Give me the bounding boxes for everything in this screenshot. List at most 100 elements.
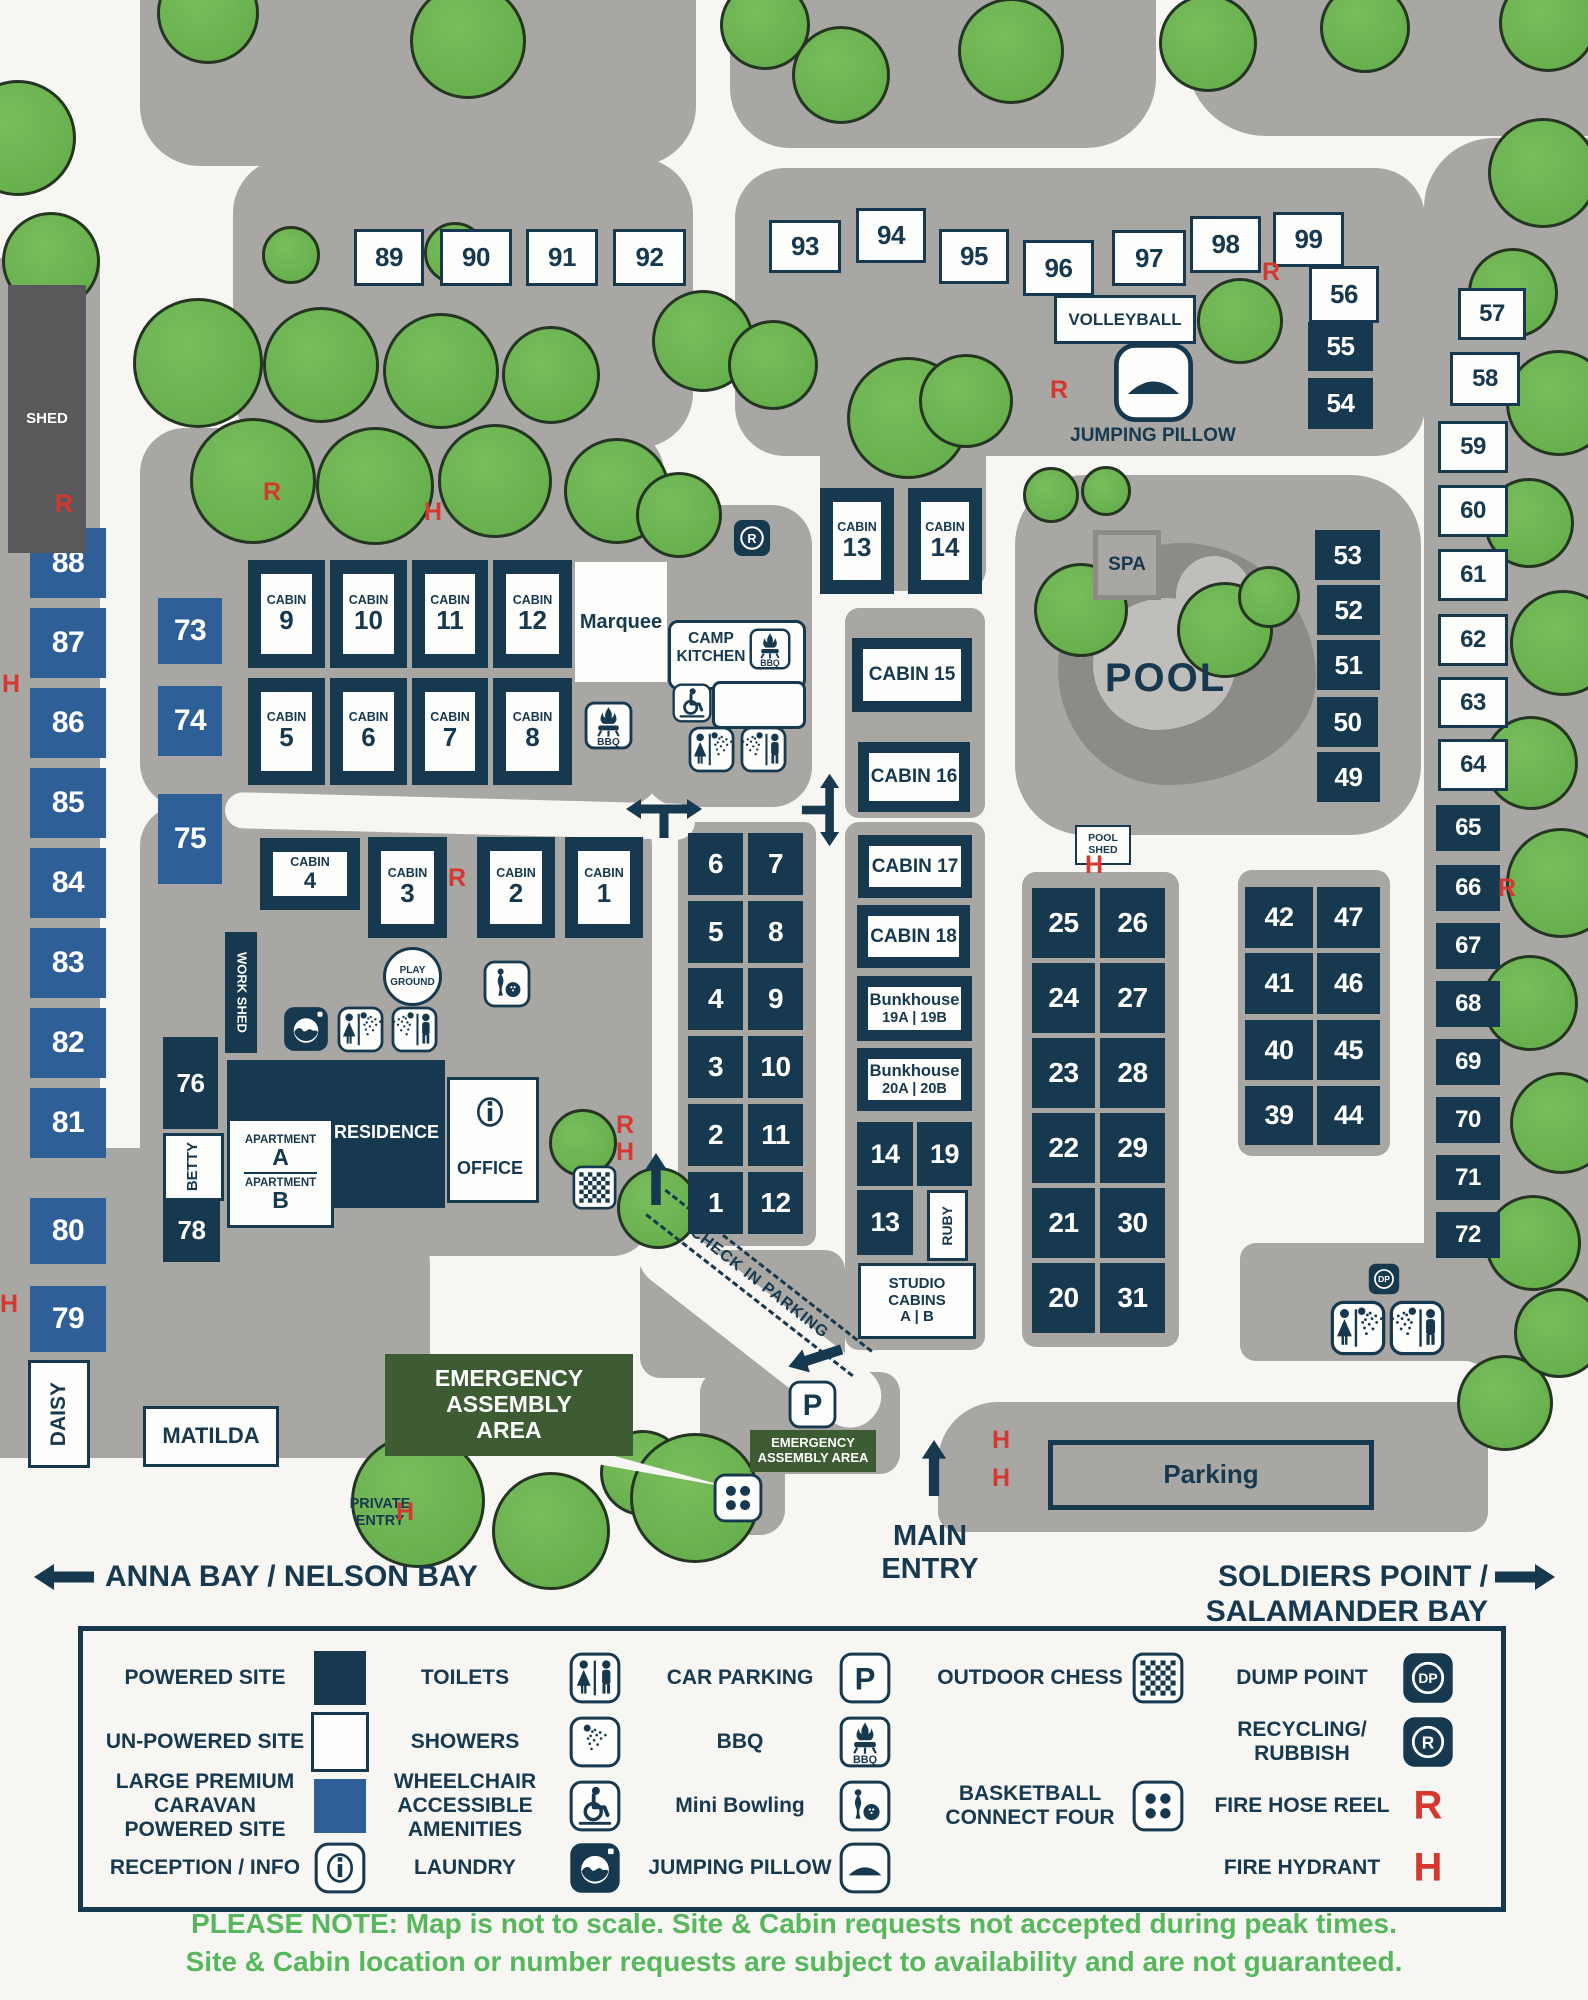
map-text-pool: POOL [1103, 655, 1228, 701]
label: 55 [1326, 331, 1355, 361]
daisy: DAISY [28, 1360, 90, 1468]
bbq-icon: BBQ [839, 1716, 891, 1768]
dblh-arrow [626, 796, 702, 840]
site-67: 67 [1436, 923, 1500, 969]
label: SPA [1108, 554, 1146, 576]
site-55: 55 [1308, 322, 1373, 371]
map-text-office: OFFICE [449, 1158, 531, 1179]
shower-men-icon [740, 726, 787, 773]
label: CABIN [512, 710, 553, 725]
tree [1023, 467, 1079, 523]
camp-kitchen-ext [712, 681, 806, 729]
fire-hose-reel-marker: R [448, 866, 466, 891]
label: 46 [1333, 968, 1364, 998]
label: EMERGENCY ASSEMBLY AREA [757, 1435, 869, 1465]
label: 13 [842, 531, 872, 562]
site-10: 10 [748, 1036, 803, 1098]
site-13: 13 [857, 1190, 913, 1255]
legend-label-showers: SHOWERS [340, 1730, 590, 1754]
label: CABIN 16 [870, 766, 958, 788]
legend-label-bbq: BBQ [615, 1730, 865, 1754]
emergency-assembly-area-small: EMERGENCY ASSEMBLY AREA [750, 1430, 876, 1472]
label: 5 [707, 916, 724, 947]
betty: BETTY [163, 1133, 224, 1201]
label: CABIN 15 [868, 664, 956, 686]
legend-label-outdoor-chess: OUTDOOR CHESS [905, 1666, 1155, 1690]
site-73: 73 [158, 598, 222, 664]
label: 21 [1048, 1207, 1079, 1238]
site-52: 52 [1317, 585, 1380, 635]
parking-icon: P [788, 1380, 837, 1429]
fire-hydrant-marker: H [2, 672, 20, 697]
label: APARTMENT [244, 1134, 317, 1146]
site-68: 68 [1436, 981, 1500, 1027]
label: 1 [596, 878, 612, 909]
recycling-icon: R [733, 519, 771, 557]
label: H [0, 1290, 19, 1318]
svg-text:BBQ: BBQ [597, 737, 620, 748]
tree [1514, 1288, 1588, 1378]
site-70: 70 [1436, 1097, 1500, 1143]
label: LAUNDRY [414, 1855, 516, 1879]
label: RUBY [938, 1205, 955, 1246]
fire-hydrant-symbol: H [1413, 1845, 1443, 1890]
label: 61 [1460, 561, 1486, 588]
shower-women-icon [1330, 1300, 1386, 1356]
svg-text:P: P [803, 1389, 823, 1422]
label: 14 [870, 1138, 900, 1169]
connect-four-icon [713, 1473, 763, 1523]
site-50: 50 [1317, 697, 1378, 747]
site-86: 86 [30, 688, 106, 758]
laundry-icon [569, 1842, 621, 1894]
label: 95 [960, 241, 988, 271]
label: 6 [707, 848, 724, 879]
tree [133, 298, 263, 428]
site-72: 72 [1436, 1212, 1500, 1258]
site-96: 96 [1023, 240, 1094, 296]
site-11: 11 [748, 1104, 803, 1166]
label: 59 [1460, 433, 1486, 460]
label: 93 [791, 231, 819, 261]
site-29: 29 [1100, 1113, 1165, 1183]
label: 79 [51, 1302, 85, 1335]
dump-point-icon: DP [1368, 1263, 1400, 1295]
label: B [272, 1187, 289, 1213]
label: 66 [1455, 874, 1481, 901]
label: 63 [1460, 688, 1486, 716]
site-47: 47 [1317, 887, 1380, 948]
legend-label-recycling-: RECYCLING/ RUBBISH [1177, 1718, 1427, 1766]
label: 85 [51, 786, 85, 819]
label: 26 [1117, 907, 1148, 938]
label: CABIN [430, 592, 470, 607]
shower-men-icon [391, 1006, 438, 1053]
site-7: 7 [748, 833, 803, 895]
label: 9 [767, 983, 784, 1014]
svg-text:BBQ: BBQ [760, 658, 780, 668]
site-44: 44 [1317, 1086, 1380, 1145]
legend-label-dump-point: DUMP POINT [1177, 1666, 1427, 1690]
legend-label-laundry: LAUNDRY [340, 1856, 590, 1880]
label: 75 [173, 822, 207, 855]
swatch-p [314, 1651, 366, 1705]
site-92: 92 [613, 229, 686, 286]
label: 82 [51, 1026, 85, 1059]
label: RECYCLING/ RUBBISH [1237, 1717, 1367, 1765]
site-94: 94 [856, 208, 926, 263]
label: Mini Bowling [675, 1793, 805, 1817]
site-54: 54 [1308, 378, 1373, 429]
tree [1238, 566, 1300, 628]
site-64: 64 [1438, 739, 1508, 791]
label: Marquee [579, 610, 663, 633]
label: H [424, 498, 443, 526]
label: 50 [1333, 706, 1362, 737]
label: 30 [1117, 1207, 1148, 1238]
wheelchair-icon [672, 683, 712, 723]
